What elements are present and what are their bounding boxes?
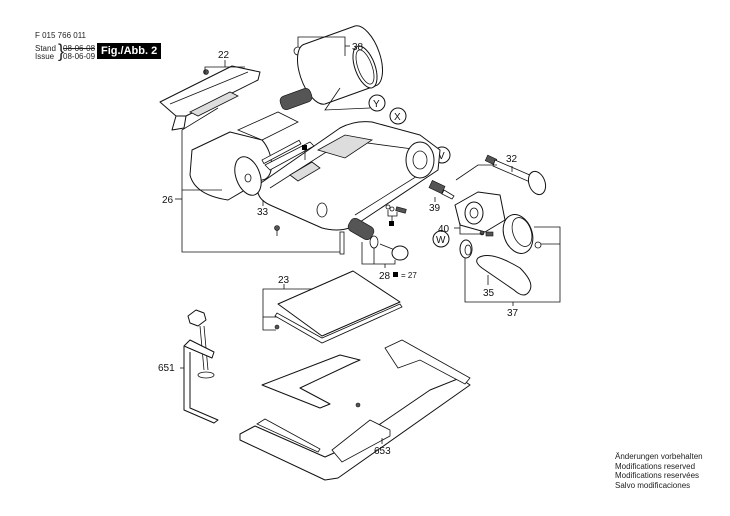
part-pulley-large xyxy=(502,214,542,254)
callout-40: 40 xyxy=(438,224,450,235)
legend-square: = 27 xyxy=(401,271,417,280)
stand-label: Stand xyxy=(35,44,56,53)
callout-37: 37 xyxy=(507,308,519,319)
svg-text:W: W xyxy=(436,235,446,246)
callout-33: 33 xyxy=(257,207,269,218)
callout-653: 653 xyxy=(374,446,391,457)
marker-square-icon xyxy=(302,145,307,150)
part-651-clamp xyxy=(183,309,219,424)
part-39-shaft xyxy=(428,180,455,200)
svg-text:Y: Y xyxy=(373,99,380,110)
callout-38: 38 xyxy=(352,42,364,53)
part-33-housing xyxy=(257,121,441,231)
square-marker-icon xyxy=(393,272,398,277)
part-screws-washers xyxy=(385,204,407,214)
callout-651: 651 xyxy=(158,363,175,374)
callout-35: 35 xyxy=(483,288,495,299)
note-line: Änderungen vorbehalten xyxy=(615,452,703,461)
callout-26: 26 xyxy=(162,195,174,206)
part-38-roller xyxy=(293,25,383,105)
part-40-bearing-housing xyxy=(454,191,506,237)
date-current: 08-06-09 xyxy=(63,52,96,61)
part-23-plate xyxy=(274,270,403,344)
note-line: Salvo modificaciones xyxy=(615,480,691,490)
part-number: F 015 766 011 xyxy=(35,31,87,40)
part-653-base xyxy=(239,339,471,481)
part-32-shaft xyxy=(484,154,547,196)
marker-square-icon xyxy=(389,221,394,226)
part-spring-upper xyxy=(279,88,313,110)
part-pulley-small xyxy=(459,239,473,259)
screw-icon xyxy=(203,69,209,75)
note-line: Modifications reserved xyxy=(615,461,696,471)
svg-text:X: X xyxy=(394,112,401,123)
callout-39: 39 xyxy=(429,203,441,214)
part-22-guard xyxy=(159,65,261,131)
part-28-adjuster xyxy=(347,217,409,261)
screw-icon xyxy=(274,225,280,231)
marker-w: W xyxy=(432,230,450,248)
part-pin xyxy=(339,231,345,255)
callout-23: 23 xyxy=(278,275,290,286)
note-line: Modifications reservées xyxy=(615,471,700,480)
part-35-belt xyxy=(476,255,532,296)
figure-label: Fig./Abb. 2 xyxy=(97,43,162,59)
callout-28: 28 xyxy=(379,271,391,282)
date-superseded: 08-06-08 xyxy=(63,44,96,53)
svg-text:V: V xyxy=(438,151,445,162)
brace-glyph: } xyxy=(58,41,65,61)
marker-x: X xyxy=(389,107,407,125)
marker-y: Y xyxy=(368,94,386,112)
callout-32: 32 xyxy=(506,154,518,165)
part-26-drum xyxy=(189,111,315,201)
issue-label: Issue xyxy=(35,52,55,61)
modification-notes: Änderungen vorbehalten Modifications res… xyxy=(615,452,703,490)
callout-22: 22 xyxy=(218,50,230,61)
